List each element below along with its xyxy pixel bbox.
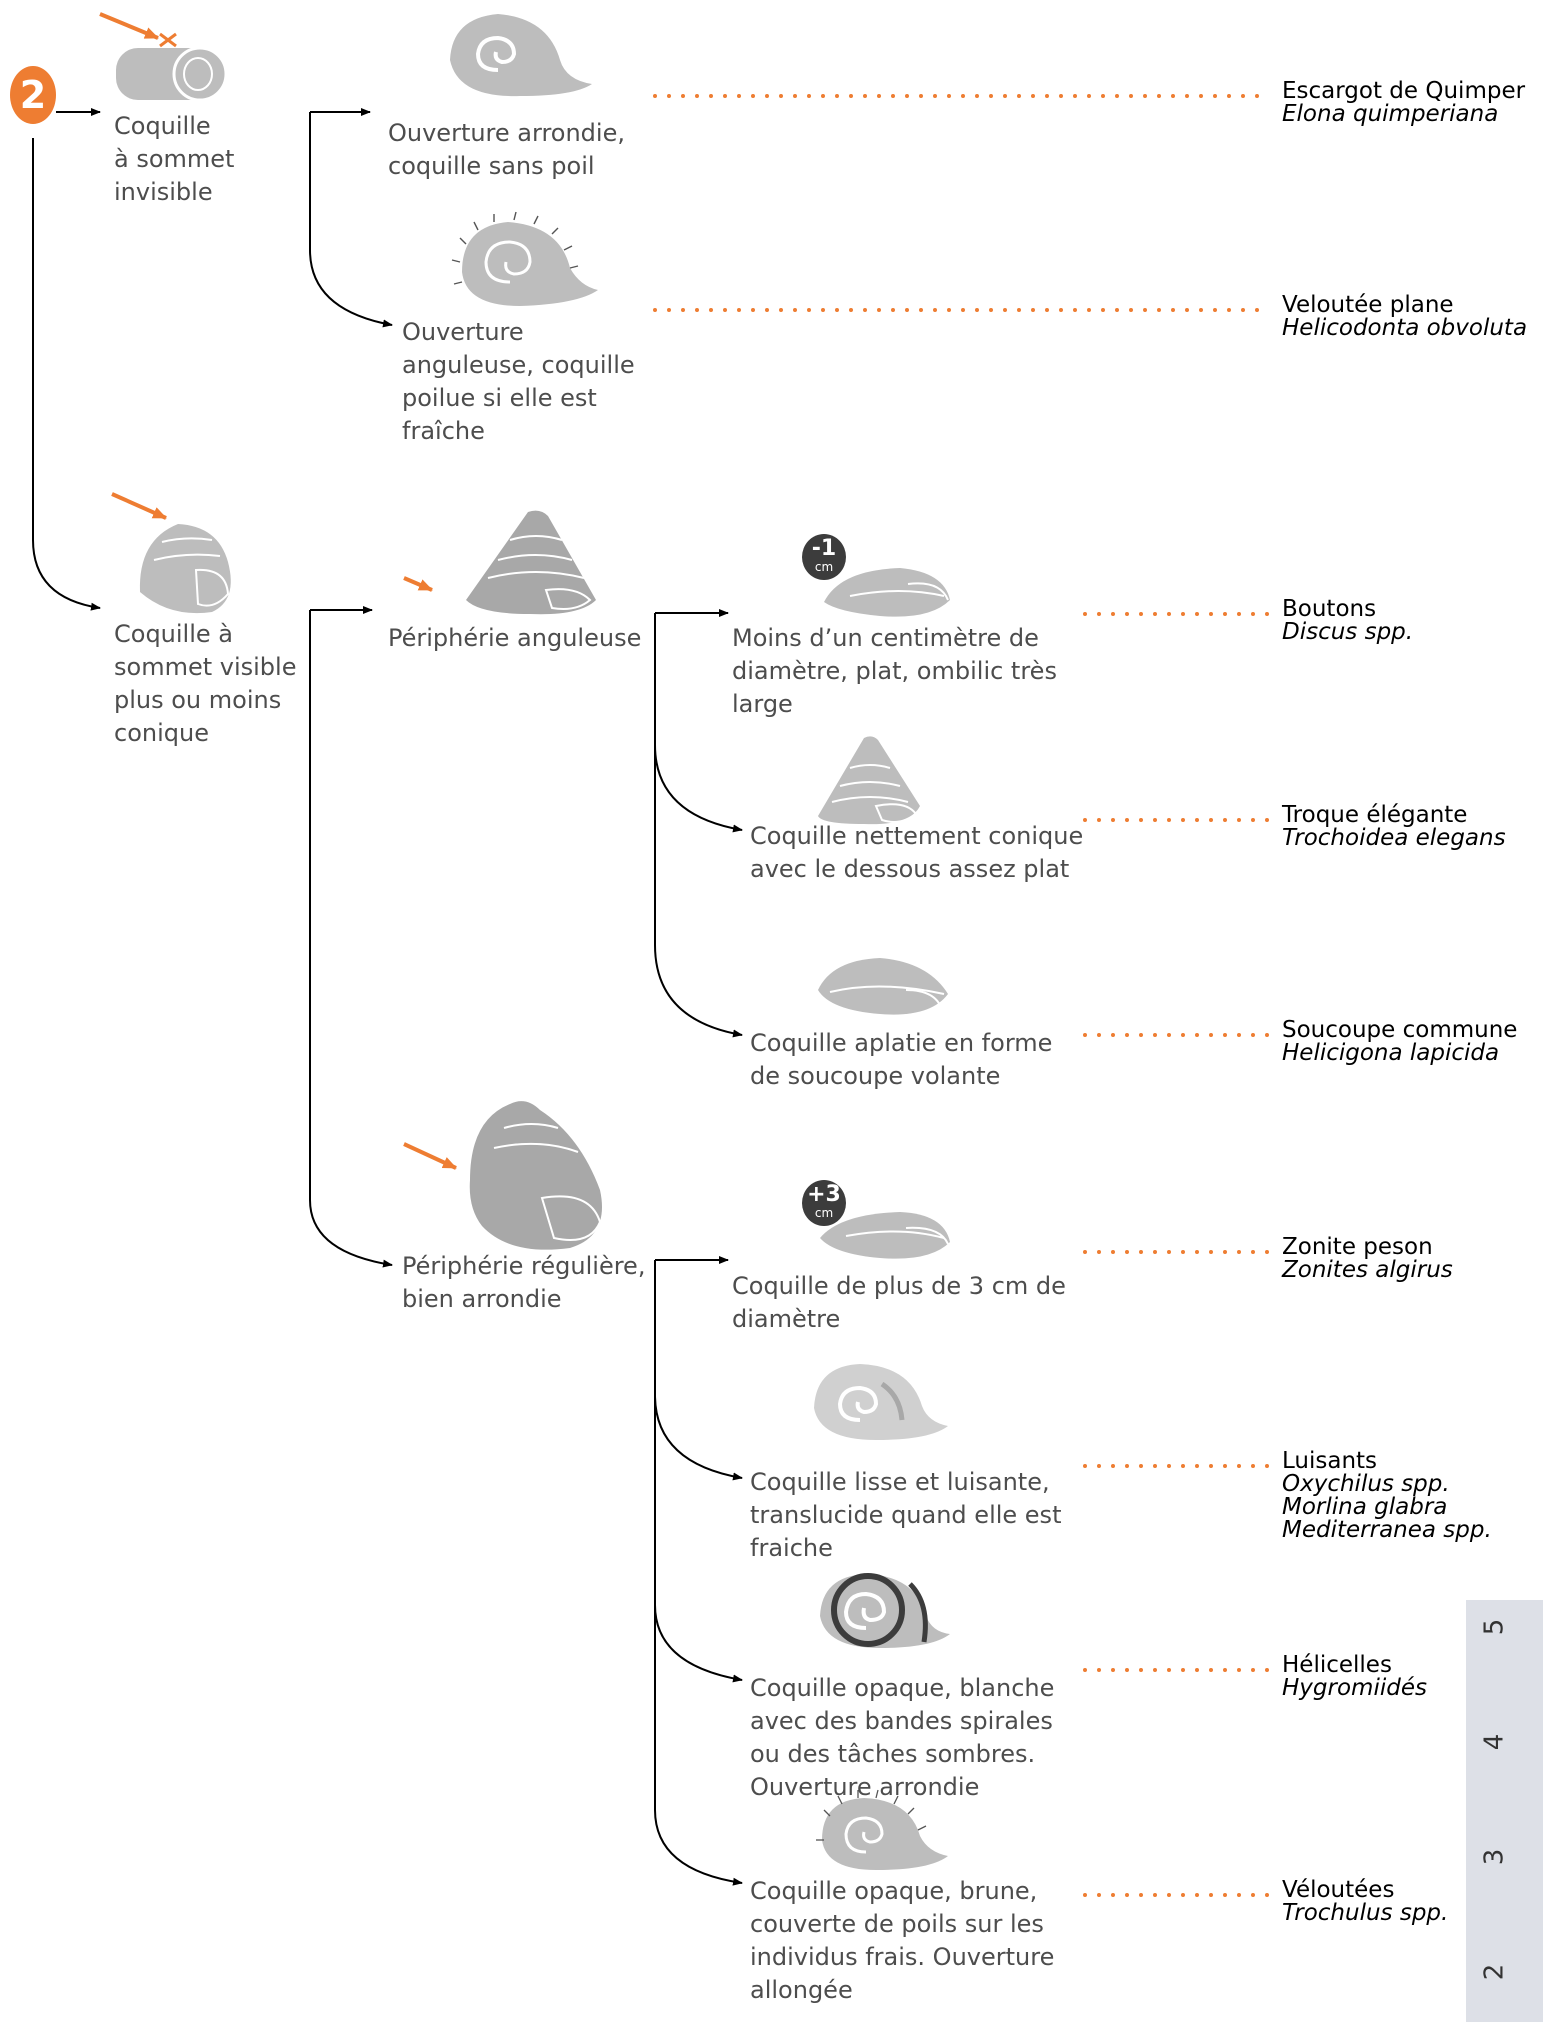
result-troque-elegante: Troque élégante Trochoidea elegans <box>1282 804 1506 850</box>
result-latin-name: Hygromiidés <box>1282 1675 1427 1701</box>
result-latin-name: Zonites algirus <box>1282 1257 1453 1283</box>
result-zonite-peson: Zonite peson Zonites algirus <box>1282 1236 1453 1282</box>
result-soucoupe-commune: Soucoupe commune Helicigona lapicida <box>1282 1019 1517 1065</box>
size-badge-large: +3 cm <box>802 1180 846 1226</box>
shell-visible-summit-icon <box>111 492 231 614</box>
result-common-name: Veloutée plane <box>1282 292 1454 318</box>
ruler-number-2: 2 <box>1479 1963 1510 1981</box>
result-latin-name: Morlina glabra <box>1282 1494 1448 1520</box>
result-latin-name: Mediterranea spp. <box>1282 1517 1492 1543</box>
result-veloutee-plane: Veloutée plane Helicodonta obvoluta <box>1282 294 1527 340</box>
size-badge-small: -1 cm <box>802 534 846 580</box>
result-common-name: Véloutées <box>1282 1877 1395 1903</box>
size-badge-small-unit: cm <box>814 560 834 574</box>
step-number-badge: 2 <box>10 66 56 124</box>
shell-conical-icon <box>403 510 596 615</box>
shell-smooth-icon <box>814 1364 948 1440</box>
node-summit-visible: Coquille à sommet visible plus ou moins … <box>114 620 297 747</box>
node-regular-periphery: Périphérie régulière, bien arrondie <box>402 1252 646 1313</box>
node-large: Coquille de plus de 3 cm de diamètre <box>732 1272 1066 1333</box>
shell-banded-icon <box>820 1573 950 1648</box>
size-badge-large-value: +3 <box>807 1182 841 1207</box>
result-luisants: Luisants Oxychilus spp. Morlina glabra M… <box>1282 1450 1492 1542</box>
node-conical: Coquille nettement conique avec le desso… <box>750 822 1084 883</box>
ruler-number-4: 4 <box>1479 1733 1510 1751</box>
result-latin-name: Elona quimperiana <box>1282 101 1499 127</box>
node-summit-invisible: Coquille à sommet invisible <box>114 112 235 206</box>
ruler-number-3: 3 <box>1479 1848 1510 1866</box>
node-angular-opening: Ouverture anguleuse, coquille poilue si … <box>402 318 635 445</box>
result-veloutees: Véloutées Trochulus spp. <box>1282 1879 1448 1925</box>
result-common-name: Hélicelles <box>1282 1652 1392 1678</box>
result-latin-name: Oxychilus spp. <box>1282 1471 1450 1497</box>
result-latin-name: Trochoidea elegans <box>1282 825 1506 851</box>
result-common-name: Luisants <box>1282 1448 1378 1474</box>
leader-dots <box>653 94 1272 1897</box>
shell-globular-icon <box>403 1101 602 1250</box>
result-common-name: Boutons <box>1282 596 1377 622</box>
result-latin-name: Trochulus spp. <box>1282 1900 1449 1926</box>
shell-hairy-small-icon <box>816 1789 948 1870</box>
node-round-opening: Ouverture arrondie, coquille sans poil <box>388 119 625 180</box>
result-common-name: Zonite peson <box>1282 1234 1433 1260</box>
connector-lines <box>32 108 743 1886</box>
size-badge-large-unit: cm <box>814 1206 834 1220</box>
shell-flat-small-icon <box>824 568 950 617</box>
result-common-name: Troque élégante <box>1282 802 1468 828</box>
node-opaque-brown: Coquille opaque, brune, couverte de poil… <box>750 1877 1055 2004</box>
ruler-number-5: 5 <box>1479 1618 1510 1636</box>
node-opaque-white: Coquille opaque, blanche avec des bandes… <box>750 1674 1055 1801</box>
node-angular-periphery: Périphérie anguleuse <box>388 624 642 652</box>
shell-saucer-icon <box>818 958 948 1015</box>
shell-round-opening-icon <box>450 14 592 97</box>
node-flat-small: Moins d’un centimètre de diamètre, plat,… <box>732 624 1057 718</box>
node-smooth: Coquille lisse et luisante, translucide … <box>750 1468 1062 1562</box>
shell-conical-small-icon <box>818 736 920 825</box>
result-helicelles: Hélicelles Hygromiidés <box>1282 1654 1427 1700</box>
result-boutons: Boutons Discus spp. <box>1282 598 1413 644</box>
measurement-ruler: 5 4 3 2 <box>1466 1600 1543 2022</box>
shell-hairy-icon <box>451 211 598 306</box>
result-latin-name: Discus spp. <box>1282 619 1414 645</box>
result-latin-name: Helicigona lapicida <box>1282 1040 1500 1066</box>
size-badge-small-value: -1 <box>811 536 837 561</box>
result-common-name: Escargot de Quimper <box>1282 78 1526 104</box>
result-common-name: Soucoupe commune <box>1282 1017 1518 1043</box>
result-escargot-de-quimper: Escargot de Quimper Elona quimperiana <box>1282 80 1525 126</box>
shell-invisible-summit-icon <box>99 12 228 102</box>
node-saucer: Coquille aplatie en forme de soucoupe vo… <box>750 1029 1053 1090</box>
shell-large-flat-icon <box>820 1212 950 1259</box>
result-latin-name: Helicodonta obvoluta <box>1282 315 1528 341</box>
